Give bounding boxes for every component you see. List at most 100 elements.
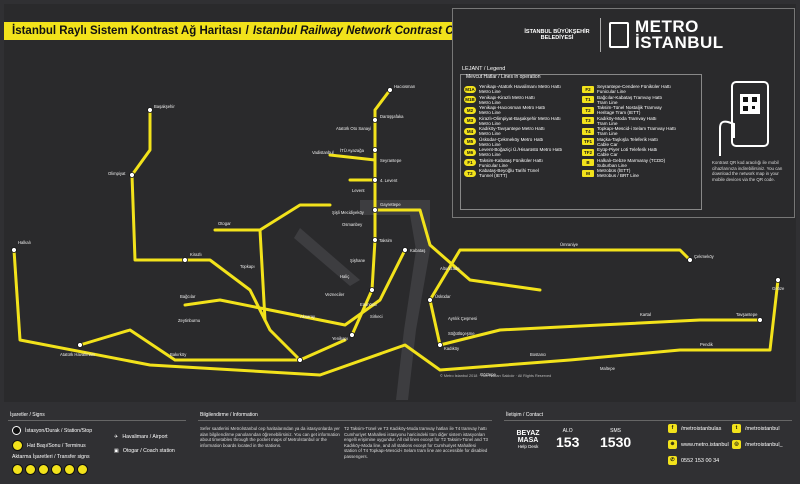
whatsapp-icon: ✆ <box>668 456 677 465</box>
line-badge: TF2 <box>582 148 594 156</box>
legend-en: Metro Line <box>479 131 501 137</box>
station-marker <box>687 257 693 263</box>
station-label: Kabataş <box>410 248 425 253</box>
title-en: Istanbul Railway Network Contrast Color … <box>252 25 502 37</box>
station-label: İTÜ Ayazağa <box>340 148 365 153</box>
network-map: Hacıosman Darüşşafaka Atatürk Oto Sanayi… <box>11 84 785 400</box>
line-badge: M5 <box>464 138 476 146</box>
metro-word: METRO <box>635 17 699 36</box>
istanbul-word: İSTANBUL <box>635 33 724 52</box>
line-badge: T4 <box>582 127 594 135</box>
metro-logo-text: METRO İSTANBUL <box>635 17 724 52</box>
transfer-label: Aktarma İşaretleri / Transfer signs <box>12 454 90 460</box>
golden-horn-water <box>294 228 360 286</box>
line-marmaray <box>12 248 780 377</box>
info-accessibility: T2 Taksim-Tünel ve T3 Kadıköy-Moda tramv… <box>344 426 488 459</box>
station-label: Bostancı <box>530 352 546 357</box>
station-marker <box>349 332 355 338</box>
station-label: Olimpiyat <box>108 171 126 176</box>
legend-tr: Yenikapı-Hacıosman Metro Hattı <box>479 105 546 111</box>
station-label: Darüşşafaka <box>380 114 404 119</box>
station-marker <box>775 277 781 283</box>
legend-en: Tunnel (IETT) <box>479 173 508 179</box>
station-label: Ümraniye <box>560 242 579 247</box>
legend-en: Suburban Line <box>597 162 627 168</box>
station-marker <box>147 107 153 113</box>
station-stop-icon <box>12 426 21 435</box>
help-desk-text: Help Desk <box>517 444 539 449</box>
panel-divider <box>8 420 186 421</box>
website-link[interactable]: ⊕www.metro.istanbul <box>668 440 729 449</box>
station-label: Altunizade <box>440 266 460 271</box>
station-label: Gebze <box>772 286 785 291</box>
line-m1b <box>183 258 302 362</box>
whatsapp-number: 0552 153 00 34 <box>681 457 720 464</box>
twitter-link[interactable]: t/metroistanbul <box>732 424 780 433</box>
twitter-handle: /metroistanbul <box>745 425 780 432</box>
legend-tr: Kirazlı-Olimpiyat-Başakşehir Metro Hattı <box>479 115 561 121</box>
line-badge: T2 <box>582 106 594 114</box>
instagram-handle: /metroistanbul_ <box>745 441 783 448</box>
line-badge: M2 <box>464 106 476 114</box>
alo-number: 153 <box>556 434 580 450</box>
twitter-icon: t <box>732 424 741 433</box>
station-label: 4. Levent <box>380 178 398 183</box>
terminus-label: Hat Başı/Sonu / Terminus <box>27 442 86 449</box>
station-marker <box>387 87 393 93</box>
whatsapp-link[interactable]: ✆ 0552 153 00 34 <box>668 456 719 465</box>
info-title: Bilgilendirme / Information <box>200 412 258 418</box>
info-timetable: Sefer saatlerini Metroİstanbul cep harit… <box>200 426 340 448</box>
instagram-link[interactable]: ◎ /metroistanbul_ <box>732 440 783 449</box>
alo-label: ALO <box>562 428 573 434</box>
legend-tr: Yenikapı-Kirazlı Metro Hattı <box>479 94 535 100</box>
logo-divider <box>600 18 601 52</box>
legend-lines-box <box>460 74 702 210</box>
station-label: Göztepe <box>480 372 497 377</box>
station-label: Haliç <box>340 274 349 279</box>
facebook-handle: /metroistanbulas <box>681 425 722 432</box>
metro-istanbul-logo: İSTANBUL BÜYÜKŞEHİR BELEDİYESİ METRO İST… <box>522 14 724 56</box>
station-label: Hacıosman <box>394 84 416 89</box>
instagram-icon: ◎ <box>732 440 741 449</box>
station-label: Atatürk Havalimanı <box>60 352 95 357</box>
signs-panel: İşaretler / Signs İstasyon/Durak / Stati… <box>4 406 190 482</box>
metro-m-icon <box>609 22 629 48</box>
line-badge: T3 <box>582 117 594 125</box>
transfer-legend: Aktarma İşaretleri / Transfer signs <box>12 454 90 460</box>
legend-head: Mevcut Hatlar / Lines in operation <box>466 74 541 80</box>
line-f2 <box>328 153 377 162</box>
airport-label: Havalimanı / Airport <box>122 434 168 440</box>
coach-label: Otogar / Coach station <box>122 448 175 454</box>
facebook-link[interactable]: f/metroistanbulas <box>668 424 721 433</box>
line-m4 <box>438 318 762 347</box>
transfer-signs <box>12 464 88 475</box>
station-label: Taksim <box>379 238 393 243</box>
legend-panel <box>452 8 795 218</box>
station-label: Seyrantepe <box>380 158 402 163</box>
line-badge: B <box>582 159 594 167</box>
station-label: Otogar <box>218 221 231 226</box>
transfer-icon <box>77 464 88 475</box>
terminus-icon <box>12 440 23 451</box>
line-badge: M6 <box>464 148 476 156</box>
station-marker <box>372 207 378 213</box>
station-marker <box>372 147 378 153</box>
facebook-icon: f <box>668 424 677 433</box>
legend-en: Cable Car <box>597 141 618 147</box>
airport-legend: ✈Havalimanı / Airport <box>114 434 168 440</box>
line-t1 <box>183 248 407 327</box>
bus-icon: ▣ <box>114 448 119 454</box>
station-marker <box>129 172 135 178</box>
beyaz-masa-text: BEYAZ MASA <box>516 430 540 444</box>
